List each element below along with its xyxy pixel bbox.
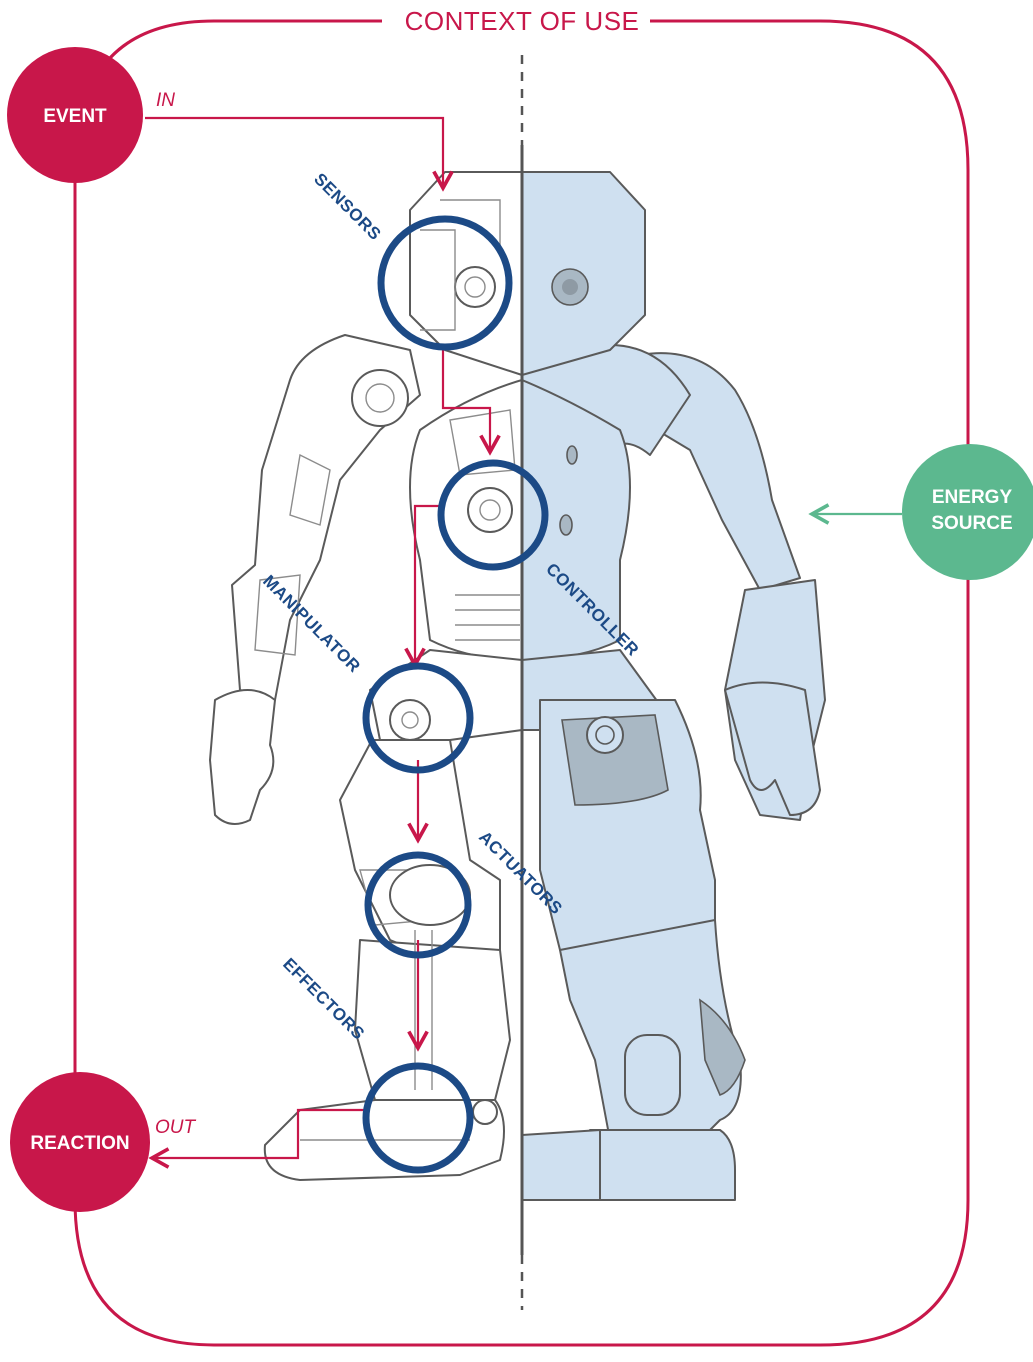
controller-ring xyxy=(437,459,549,571)
energy-label-line1: ENERGY xyxy=(932,487,1013,508)
context-label: CONTEXT OF USE xyxy=(405,6,640,36)
energy-label-line2: SOURCE xyxy=(931,513,1012,534)
actuators-ring xyxy=(364,851,472,959)
reaction-label: REACTION xyxy=(30,1133,129,1154)
energy-source-node xyxy=(902,444,1033,580)
event-label: EVENT xyxy=(43,106,107,127)
reaction-node xyxy=(10,1072,150,1212)
flow-controller-manipulator xyxy=(415,504,445,665)
manipulator-ring xyxy=(362,662,474,774)
out-arrow xyxy=(152,1108,365,1158)
effectors-label: EFFECTORS xyxy=(279,954,368,1043)
sensors-label: SENSORS xyxy=(310,169,385,244)
robot-left-half xyxy=(209,171,523,1181)
effectors-ring xyxy=(362,1062,474,1174)
context-label-backdrop xyxy=(394,6,650,36)
robot-right-half xyxy=(521,171,826,1201)
in-label: IN xyxy=(156,90,175,111)
flow-sensors-controller xyxy=(441,345,490,452)
out-label: OUT xyxy=(155,1117,197,1138)
in-arrow xyxy=(145,116,443,188)
sensors-ring xyxy=(377,215,513,351)
event-node xyxy=(7,47,143,183)
